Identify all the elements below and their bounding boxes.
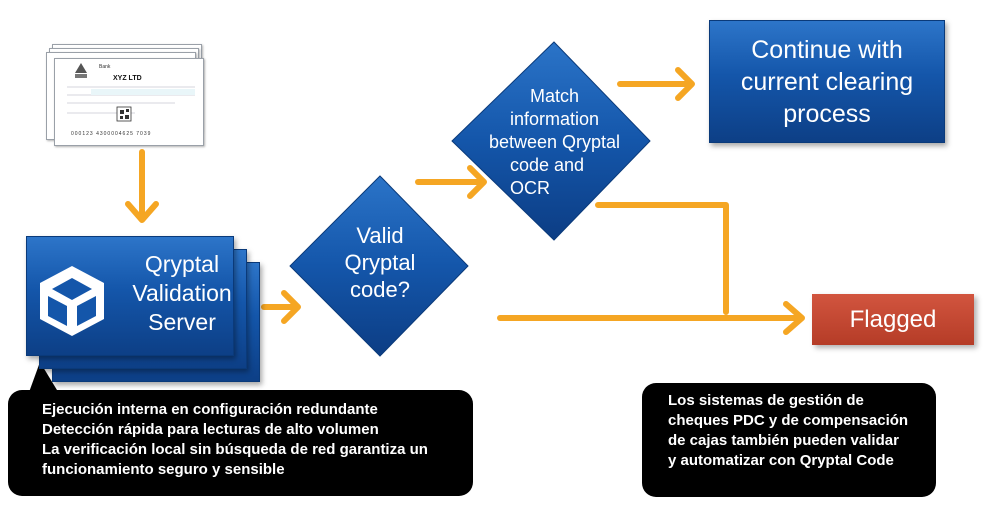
callout-integration-note: Los sistemas de gestión de cheques PDC y…: [642, 383, 936, 497]
callout-line: Los sistemas de gestión de: [668, 392, 864, 409]
match-info-label-line: code and: [510, 155, 585, 175]
server-title-line: Validation: [132, 280, 232, 306]
arrow-match-to-continue: [617, 67, 695, 101]
cheque-lines-icon: [67, 63, 195, 122]
arrow-server-to-valid: [261, 290, 301, 324]
match-info-label: Match information between Qryptal code a…: [462, 85, 647, 200]
cube-icon: [40, 266, 104, 336]
valid-code-label-line: Qryptal: [344, 250, 416, 275]
arrow-valid-to-match: [415, 165, 487, 199]
match-info-label-line: OCR: [510, 178, 550, 198]
match-info-label-line: information: [509, 109, 600, 129]
valid-code-diamond: [289, 175, 469, 357]
continue-clearing-line: Continue with: [751, 35, 903, 64]
callout-line: La verificación local sin búsqueda de re…: [42, 441, 428, 458]
cheque-bank-name: Bank: [99, 64, 111, 70]
match-info-diamond: [451, 41, 651, 241]
continue-clearing-box: Continue with current clearing process: [709, 20, 945, 143]
server-title-line: Qryptal: [144, 251, 220, 277]
flagged-box: Flagged: [812, 294, 974, 345]
callout-left-pointer: [28, 362, 60, 395]
arrow-cheque-to-server: [125, 149, 159, 223]
cheque-stack: Bank XYZ LTD 000123 4300004625 7039: [44, 44, 204, 148]
match-info-label-line: Match: [529, 86, 580, 106]
callout-line: funcionamiento seguro y sensible: [42, 461, 285, 478]
server-title-line: Server: [148, 309, 216, 335]
callout-line: cheques PDC y de compensación: [668, 412, 909, 429]
arrow-match-to-flagged: [595, 202, 729, 315]
match-info-label-line: between Qryptal: [488, 132, 621, 152]
cheque-micr-line: 000123 4300004625 7039: [71, 131, 152, 137]
server-title: Qryptal Validation Server: [112, 250, 252, 337]
callout-line: Detección rápida para lecturas de alto v…: [42, 421, 379, 438]
callout-server-features: Ejecución interna en configuración redun…: [8, 390, 473, 496]
valid-code-label: Valid Qryptal code?: [315, 222, 445, 303]
flagged-label: Flagged: [849, 305, 937, 333]
cheque-payee: XYZ LTD: [113, 75, 142, 82]
callout-line: y automatizar con Qryptal Code: [668, 452, 894, 469]
continue-clearing-line: process: [783, 99, 871, 128]
arrow-valid-to-flagged: [497, 301, 805, 335]
continue-clearing-line: current clearing: [740, 67, 914, 96]
valid-code-label-line: Valid: [356, 223, 404, 248]
valid-code-label-line: code?: [350, 277, 410, 302]
callout-line: Ejecución interna en configuración redun…: [42, 401, 378, 418]
callout-line: de cajas también pueden validar: [668, 432, 899, 449]
cheque-front: Bank XYZ LTD 000123 4300004625 7039: [54, 58, 204, 146]
